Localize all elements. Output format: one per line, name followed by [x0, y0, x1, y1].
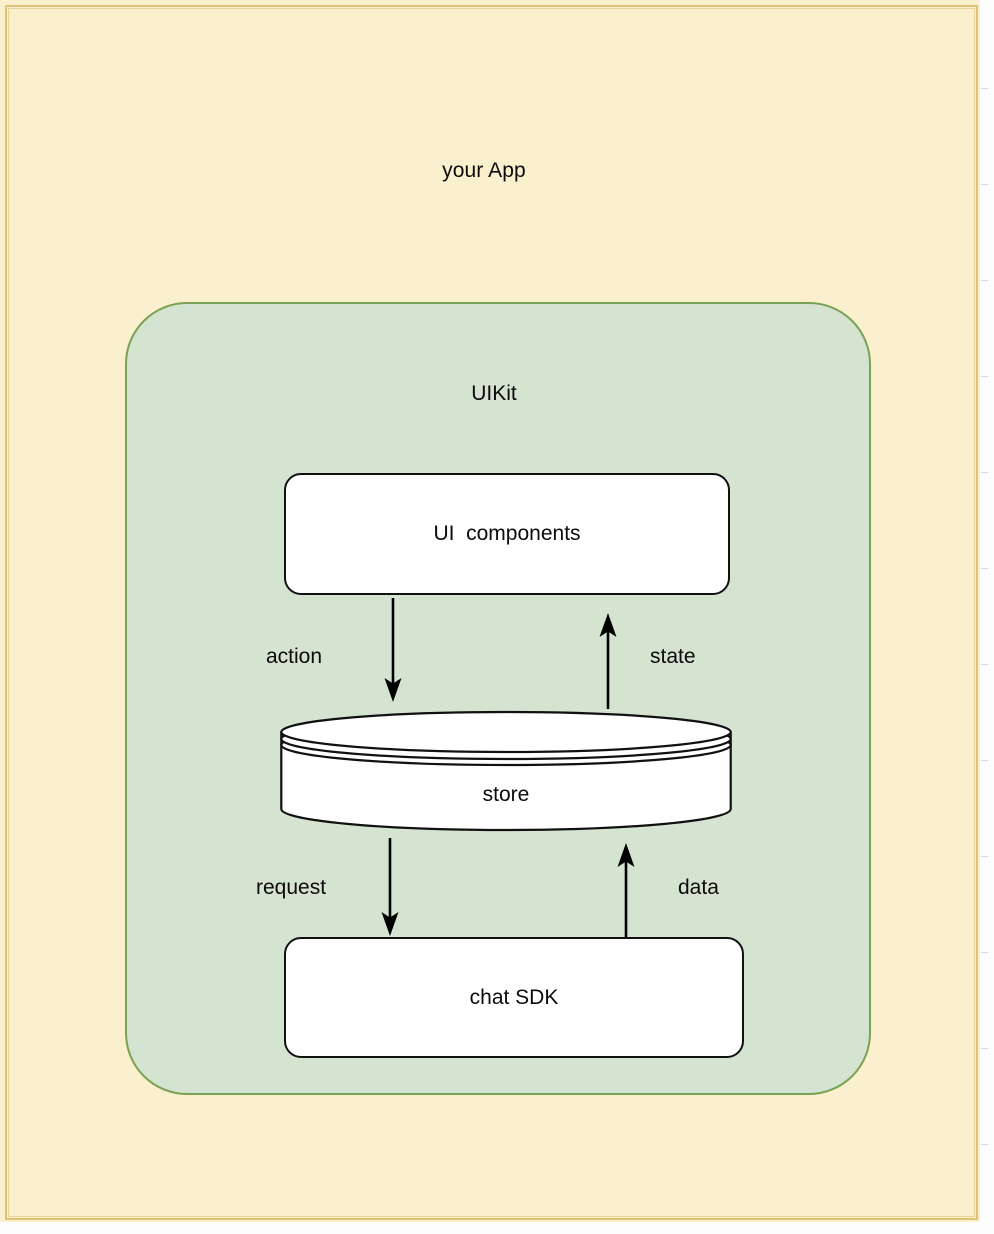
right-gutter — [980, 0, 994, 1234]
app-title: your App — [442, 159, 526, 182]
ruler-tick — [981, 280, 988, 281]
ruler-tick — [981, 1144, 988, 1145]
edge-label-state: state — [650, 645, 696, 668]
edge-label-data: data — [678, 876, 719, 899]
bottom-gutter — [0, 1222, 994, 1234]
edge-label-action: action — [266, 645, 323, 668]
ruler-tick — [981, 184, 988, 185]
arrow-request-down-icon — [381, 838, 399, 936]
ruler-tick — [981, 376, 988, 377]
node-chat-sdk[interactable]: chat SDK — [284, 937, 744, 1058]
arrow-action-down-icon — [384, 598, 402, 702]
ruler-tick — [981, 472, 988, 473]
node-store[interactable] — [280, 710, 732, 832]
ruler-tick — [981, 1048, 988, 1049]
ruler-tick — [981, 568, 988, 569]
node-store-label: store — [482, 783, 530, 806]
node-ui-components[interactable]: UI components — [284, 473, 730, 595]
uikit-container-label: UIKit — [471, 382, 517, 405]
ruler-tick — [981, 664, 988, 665]
node-ui-components-label: UI components — [433, 522, 581, 545]
ruler-tick — [981, 952, 988, 953]
arrow-data-up-icon — [617, 843, 635, 939]
ruler-tick — [981, 760, 988, 761]
arrow-state-up-icon — [599, 613, 617, 709]
node-chat-sdk-label: chat SDK — [469, 985, 559, 1009]
edge-label-request: request — [256, 876, 327, 899]
ruler-tick — [981, 88, 988, 89]
ruler-tick — [981, 856, 988, 857]
